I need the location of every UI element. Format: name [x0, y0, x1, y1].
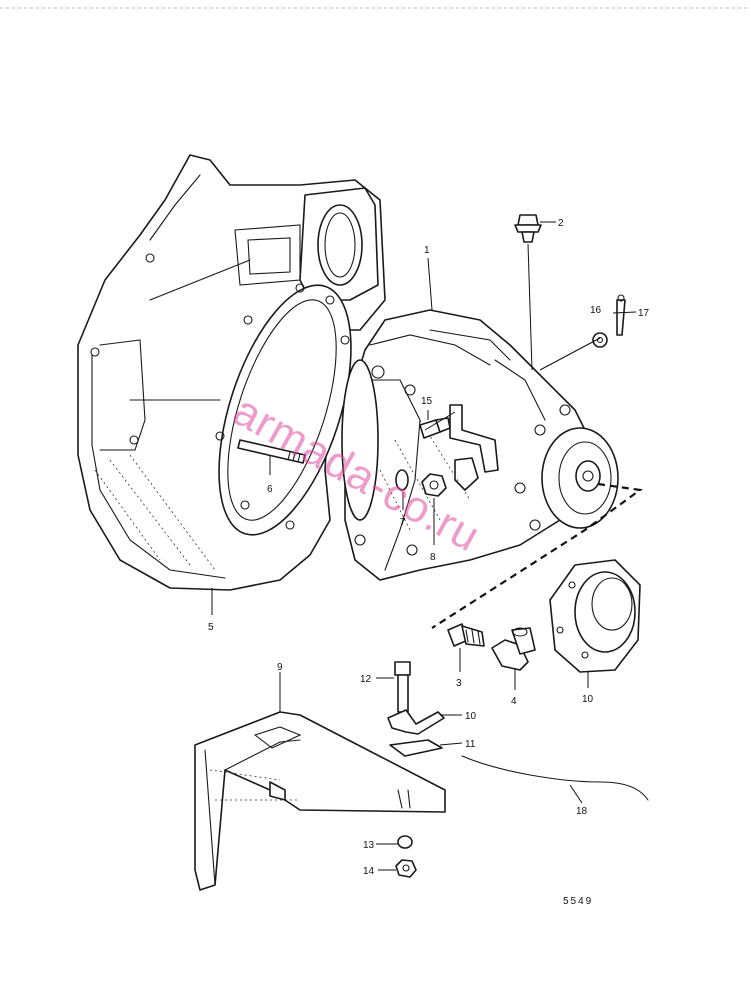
- callout-18: 18: [576, 806, 588, 817]
- elbow: [491, 627, 536, 671]
- reference-number: 5549: [563, 896, 593, 907]
- callout-4: 4: [511, 696, 517, 707]
- clamp: [387, 709, 445, 735]
- callout-16: 16: [590, 305, 602, 316]
- callout-1: 1: [424, 245, 430, 256]
- assembly-line: [431, 482, 643, 629]
- nut: [421, 473, 447, 497]
- stud: [237, 439, 306, 464]
- drive-flange: [549, 559, 641, 673]
- callout-5: 5: [208, 622, 214, 633]
- washer: [395, 469, 409, 491]
- leader-lines: [211, 221, 637, 871]
- control-cable: [461, 755, 649, 801]
- nipple: [447, 623, 485, 647]
- callout-15: 15: [421, 396, 433, 407]
- callout-2: 2: [558, 218, 564, 229]
- callout-8: 8: [430, 552, 436, 563]
- callout-7: 7: [400, 517, 406, 528]
- split-pin: [616, 294, 626, 336]
- callout-6: 6: [267, 484, 273, 495]
- callout-3: 3: [456, 678, 462, 689]
- callout-12: 12: [360, 674, 372, 685]
- washer-16: [592, 332, 608, 348]
- flywheel-housing: [77, 154, 386, 591]
- callout-17: 17: [638, 308, 650, 319]
- plate: [389, 739, 443, 757]
- nut-14: [395, 859, 417, 878]
- callout-14: 14: [363, 866, 375, 877]
- callout-10-flange: 10: [582, 694, 594, 705]
- bolt-12: [394, 661, 411, 713]
- washer-13: [397, 835, 413, 849]
- callout-9: 9: [277, 662, 283, 673]
- breather-screw: [514, 214, 542, 243]
- reverse-gear-housing: [341, 309, 619, 581]
- callout-13: 13: [363, 840, 375, 851]
- mounting-bracket: [194, 711, 446, 891]
- callout-10-clamp: 10: [465, 711, 477, 722]
- callout-11: 11: [465, 739, 476, 750]
